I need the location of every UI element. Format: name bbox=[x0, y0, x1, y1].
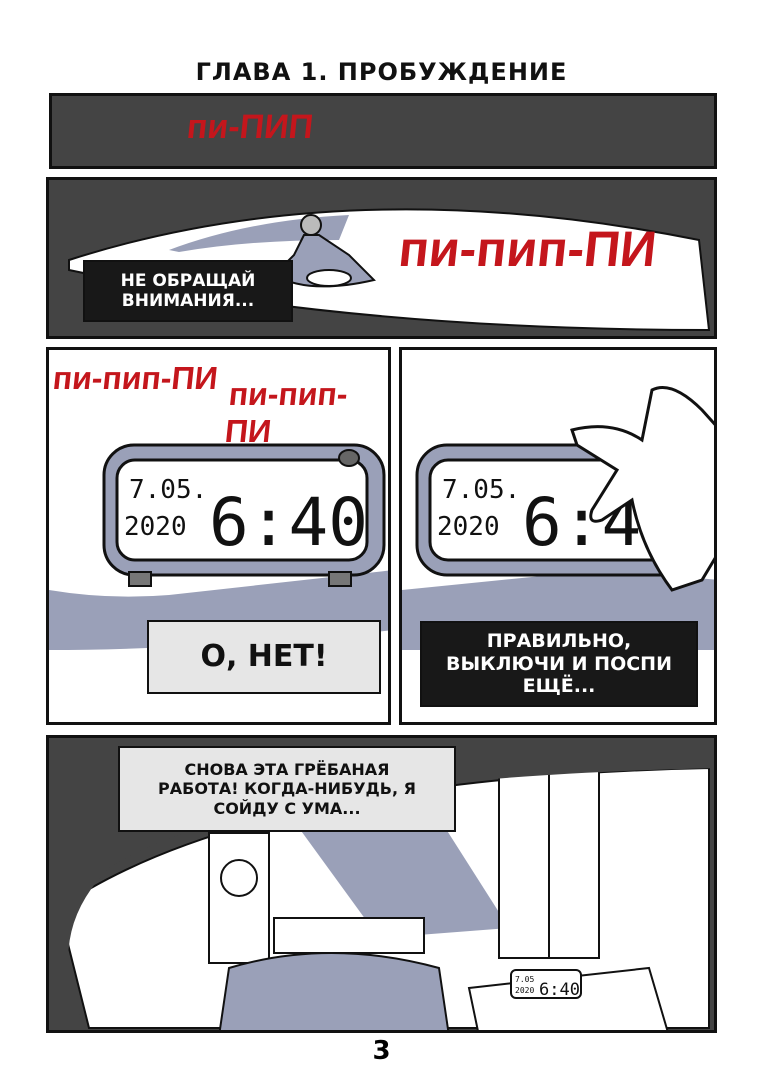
clock-date: 7.05. bbox=[442, 475, 520, 505]
panel-5: 7.05 2020 6:40 СНОВА ЭТА ГРЁБАНАЯ РАБОТА… bbox=[46, 735, 717, 1033]
sfx-beep: пи-ПИП bbox=[185, 108, 316, 146]
caption-box: НЕ ОБРАЩАЙ ВНИМАНИЯ... bbox=[83, 260, 293, 322]
caption-box: СНОВА ЭТА ГРЁБАНАЯ РАБОТА! КОГДА-НИБУДЬ,… bbox=[118, 746, 456, 832]
clock-year: 2020 bbox=[124, 512, 187, 542]
page-number: 3 bbox=[372, 1036, 391, 1066]
clock-time: 6:40 bbox=[209, 484, 368, 561]
sfx-beep: пи-пип-ПИ bbox=[396, 221, 660, 277]
clock-date: 7.05. bbox=[129, 475, 207, 505]
panel-4: 7.05. 2020 6:40 ПРАВИЛЬНО, ВЫКЛЮЧИ И ПОС… bbox=[399, 347, 717, 725]
clock-year: 2020 bbox=[515, 986, 534, 995]
clock-date: 7.05 bbox=[515, 975, 534, 984]
caption-box: ПРАВИЛЬНО, ВЫКЛЮЧИ И ПОСПИ ЕЩЁ... bbox=[420, 621, 698, 707]
panel-2: пи-пип-ПИ НЕ ОБРАЩАЙ ВНИМАНИЯ... bbox=[46, 177, 717, 339]
sfx-beep: пи-пип-ПИ bbox=[51, 360, 220, 396]
clock-year: 2020 bbox=[437, 512, 500, 542]
caption-box: О, НЕТ! bbox=[147, 620, 381, 694]
panel-3: 7.05. 2020 6:40 пи-пип-ПИ пи-пип-ПИ О, Н… bbox=[46, 347, 391, 725]
panel-1: пи-ПИП bbox=[49, 93, 717, 169]
chapter-title: ГЛАВА 1. ПРОБУЖДЕНИЕ bbox=[195, 58, 568, 86]
sfx-beep: пи-пип-ПИ bbox=[223, 376, 350, 449]
clock-time: 6:40 bbox=[539, 980, 580, 1000]
